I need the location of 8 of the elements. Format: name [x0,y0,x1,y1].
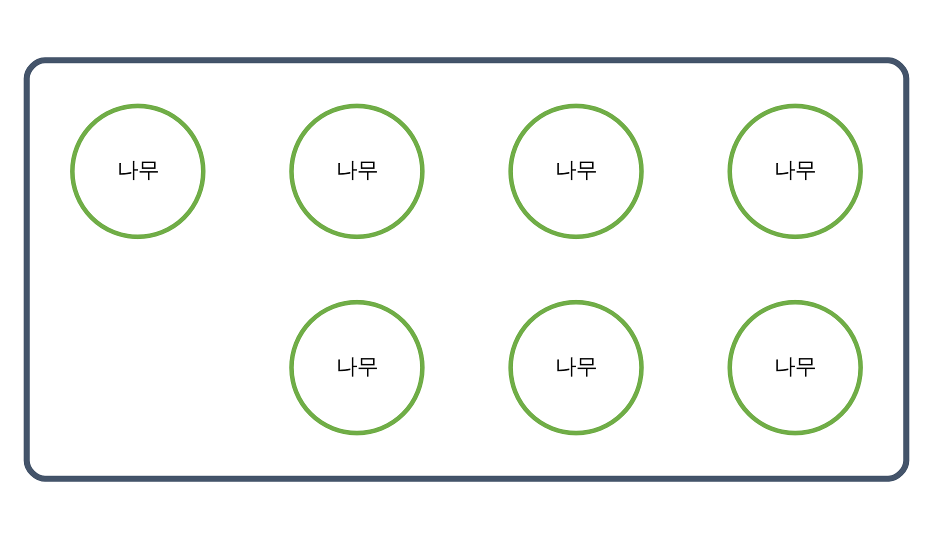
node-circle: 나무 [727,103,863,239]
node-circle: 나무 [289,103,425,239]
node-circle: 나무 [70,103,206,239]
node-circle: 나무 [289,299,425,435]
node-circle: 나무 [508,103,644,239]
node-circle: 나무 [727,299,863,435]
cluster [24,56,910,482]
node-circle: 나무 [508,299,644,435]
